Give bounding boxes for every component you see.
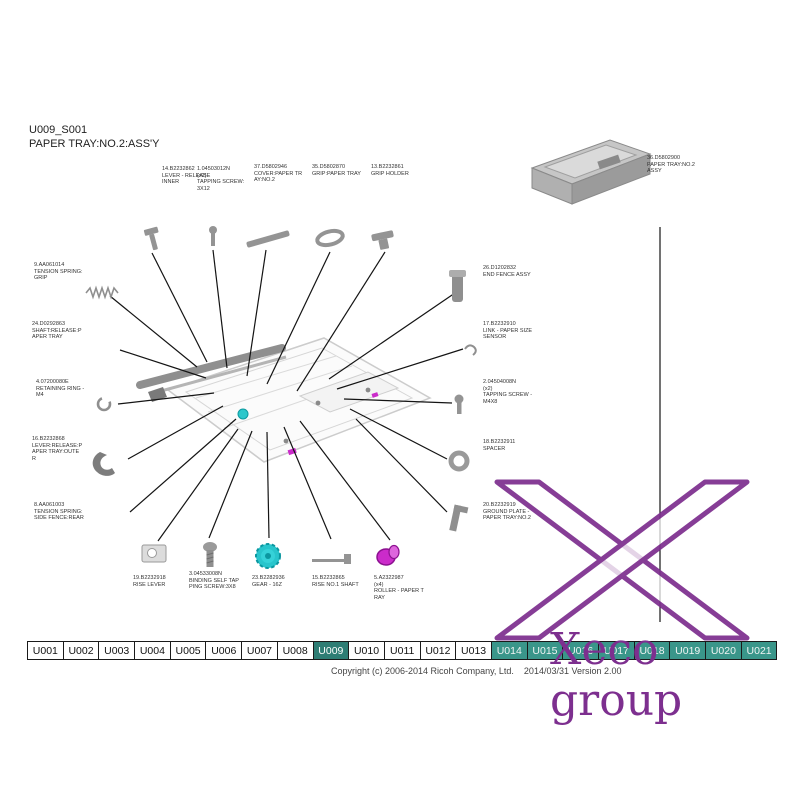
- part-label-1: 1.04503012N (x2) TAPPING SCREW: 3X12: [197, 166, 245, 193]
- part-label-15: 15.B2232865 RISE NO.1 SHAFT: [312, 575, 359, 588]
- part-label-8: 8.AA061003 TENSION SPRING: SIDE FENCE:RE…: [34, 502, 84, 522]
- roller-icon: [376, 544, 400, 566]
- part-label-26: 26.D1202832 END FENCE ASSY: [483, 265, 531, 278]
- leader-lines: [109, 227, 661, 622]
- retaining-ring-icon: [96, 396, 112, 412]
- grip-holder-icon: [371, 230, 394, 250]
- part-icons: [85, 139, 652, 569]
- highlighted-part-cyan: [237, 408, 249, 420]
- part-label-13: 13.B2232861 GRIP HOLDER: [371, 164, 409, 177]
- rise-shaft-icon: [312, 554, 351, 564]
- tab-U017[interactable]: U017: [598, 641, 635, 660]
- copyright-text: Copyright (c) 2006-2014 Ricoh Company, L…: [331, 666, 622, 676]
- binding-screw-icon: [203, 542, 217, 567]
- link-paper-size-sensor-icon: [464, 344, 477, 356]
- part-label-24: 24.D0292863 SHAFT:RELEASE:P APER TRAY: [32, 321, 82, 341]
- part-label-17: 17.B2232910 LINK - PAPER SIZE SENSOR: [483, 321, 533, 341]
- part-label-16: 16.B2232868 LEVER:RELEASE:P APER TRAY:OU…: [32, 436, 83, 463]
- gear-16z-icon: [255, 543, 281, 569]
- spacer-icon: [448, 450, 470, 472]
- tab-U004[interactable]: U004: [134, 641, 171, 660]
- tab-U014[interactable]: U014: [490, 641, 528, 660]
- tab-U013[interactable]: U013: [455, 641, 492, 660]
- tab-U019[interactable]: U019: [669, 641, 707, 660]
- tapping-screw-m4x8-icon: [454, 394, 464, 414]
- tab-U006[interactable]: U006: [205, 641, 243, 660]
- tab-U018[interactable]: U018: [633, 641, 671, 660]
- page-title: PAPER TRAY:NO.2:ASS'Y: [29, 138, 160, 150]
- page-code: U009_S001: [29, 124, 88, 136]
- tab-U012[interactable]: U012: [419, 641, 457, 660]
- tab-U002[interactable]: U002: [62, 641, 100, 660]
- part-label-4: 4.07200080E RETAINING RING - M4: [36, 379, 85, 399]
- part-label-2: 2.04504008N (x2) TAPPING SCREW - M4X8: [483, 379, 533, 406]
- paper-tray-assembly-drawing: [136, 337, 432, 463]
- ground-plate-icon: [449, 504, 469, 532]
- paper-tray-no2-assy-image: [530, 139, 652, 205]
- rise-lever-icon: [141, 544, 167, 563]
- part-label-9: 9.AA061014 TENSION SPRING: GRIP: [34, 262, 83, 282]
- part-label-23: 23.B2282936 GEAR - 16Z: [252, 575, 285, 588]
- tab-U010[interactable]: U010: [348, 641, 385, 660]
- part-label-5: 5.A2322987 (x4) ROLLER - PAPER T RAY: [374, 575, 424, 602]
- highlighted-part-magenta: [287, 447, 297, 456]
- part-label-36: 36.D5802900 PAPER TRAY:NO.2 ASSY: [647, 155, 695, 175]
- watermark-text: Xeco group: [550, 624, 683, 726]
- lever-release-inner-icon: [143, 226, 159, 251]
- part-label-37: 37.D5802946 COVER:PAPER TR AY:NO.2: [254, 164, 303, 184]
- part-label-19: 19.B2232918 RISE LEVER: [133, 575, 166, 588]
- tab-U001[interactable]: U001: [27, 641, 64, 660]
- grip-paper-tray-icon: [315, 228, 345, 248]
- tab-U008[interactable]: U008: [276, 641, 314, 660]
- part-label-18: 18.B2232911 SPACER: [483, 439, 516, 452]
- part-label-3: 3.04533008N BINDING SELF TAP PING SCREW:…: [189, 571, 239, 591]
- tab-U005[interactable]: U005: [169, 641, 207, 660]
- tab-U011[interactable]: U011: [383, 641, 421, 660]
- tab-U016[interactable]: U016: [562, 641, 599, 660]
- end-fence-assy-icon: [449, 270, 466, 302]
- part-label-14: 14.B2232862 LEVER - RELEASE INNER: [162, 166, 211, 186]
- cover-paper-tray-icon: [246, 230, 290, 248]
- tab-U021[interactable]: U021: [740, 641, 778, 660]
- tab-U003[interactable]: U003: [98, 641, 136, 660]
- lever-release-outer-icon: [92, 452, 115, 476]
- tapping-screw-3x12-icon: [209, 226, 217, 246]
- tab-U007[interactable]: U007: [241, 641, 278, 660]
- tab-U020[interactable]: U020: [705, 641, 742, 660]
- tension-spring-grip-icon: [85, 285, 119, 300]
- part-label-20: 20.B2232919 GROUND PLATE - PAPER TRAY:NO…: [483, 502, 531, 522]
- part-label-35: 35.D5802870 GRIP:PAPER TRAY: [312, 164, 361, 177]
- tab-U009[interactable]: U009: [312, 641, 350, 660]
